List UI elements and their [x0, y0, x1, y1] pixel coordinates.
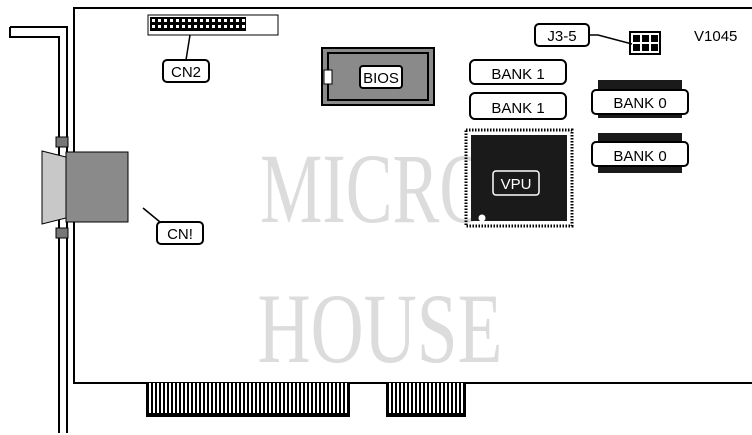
memory-bank0-bottom: BANK 0 [591, 133, 689, 173]
memory-bank0-top: BANK 0 [591, 80, 689, 118]
cn1-callout: CN! [142, 207, 204, 245]
jumper-callout: J3-5 [534, 23, 633, 47]
cn2-label: CN2 [171, 64, 201, 81]
bank1-top-label: BANK 1 [491, 66, 544, 83]
vpu-chip: VPU [464, 128, 574, 228]
board-outline [73, 7, 752, 384]
memory-bank1-bottom: BANK 1 [469, 92, 567, 120]
edge-connector [146, 383, 466, 417]
bank1-bottom-label: BANK 1 [491, 100, 544, 117]
bios-label: BIOS [363, 70, 399, 87]
jumper-label: J3-5 [547, 28, 576, 45]
watermark-line2: HOUSE [258, 273, 503, 384]
pin-header-cn2 [147, 14, 279, 36]
cn2-callout: CN2 [162, 34, 210, 83]
memory-bank1-top: BANK 1 [469, 59, 567, 85]
bios-label-box [359, 65, 403, 89]
bank0-top-label: BANK 0 [613, 95, 666, 112]
watermark: MICRO HOUSE [258, 133, 503, 384]
vga-connector-cn1 [41, 136, 129, 239]
model-id: V1045 [694, 28, 737, 45]
cn1-label: CN! [167, 226, 193, 243]
bank0-bottom-label: BANK 0 [613, 148, 666, 165]
watermark-line1: MICRO [260, 133, 490, 244]
jumper-block-j3-5 [629, 31, 661, 55]
vpu-label: VPU [501, 176, 532, 193]
bios-chip: BIOS [321, 47, 435, 106]
